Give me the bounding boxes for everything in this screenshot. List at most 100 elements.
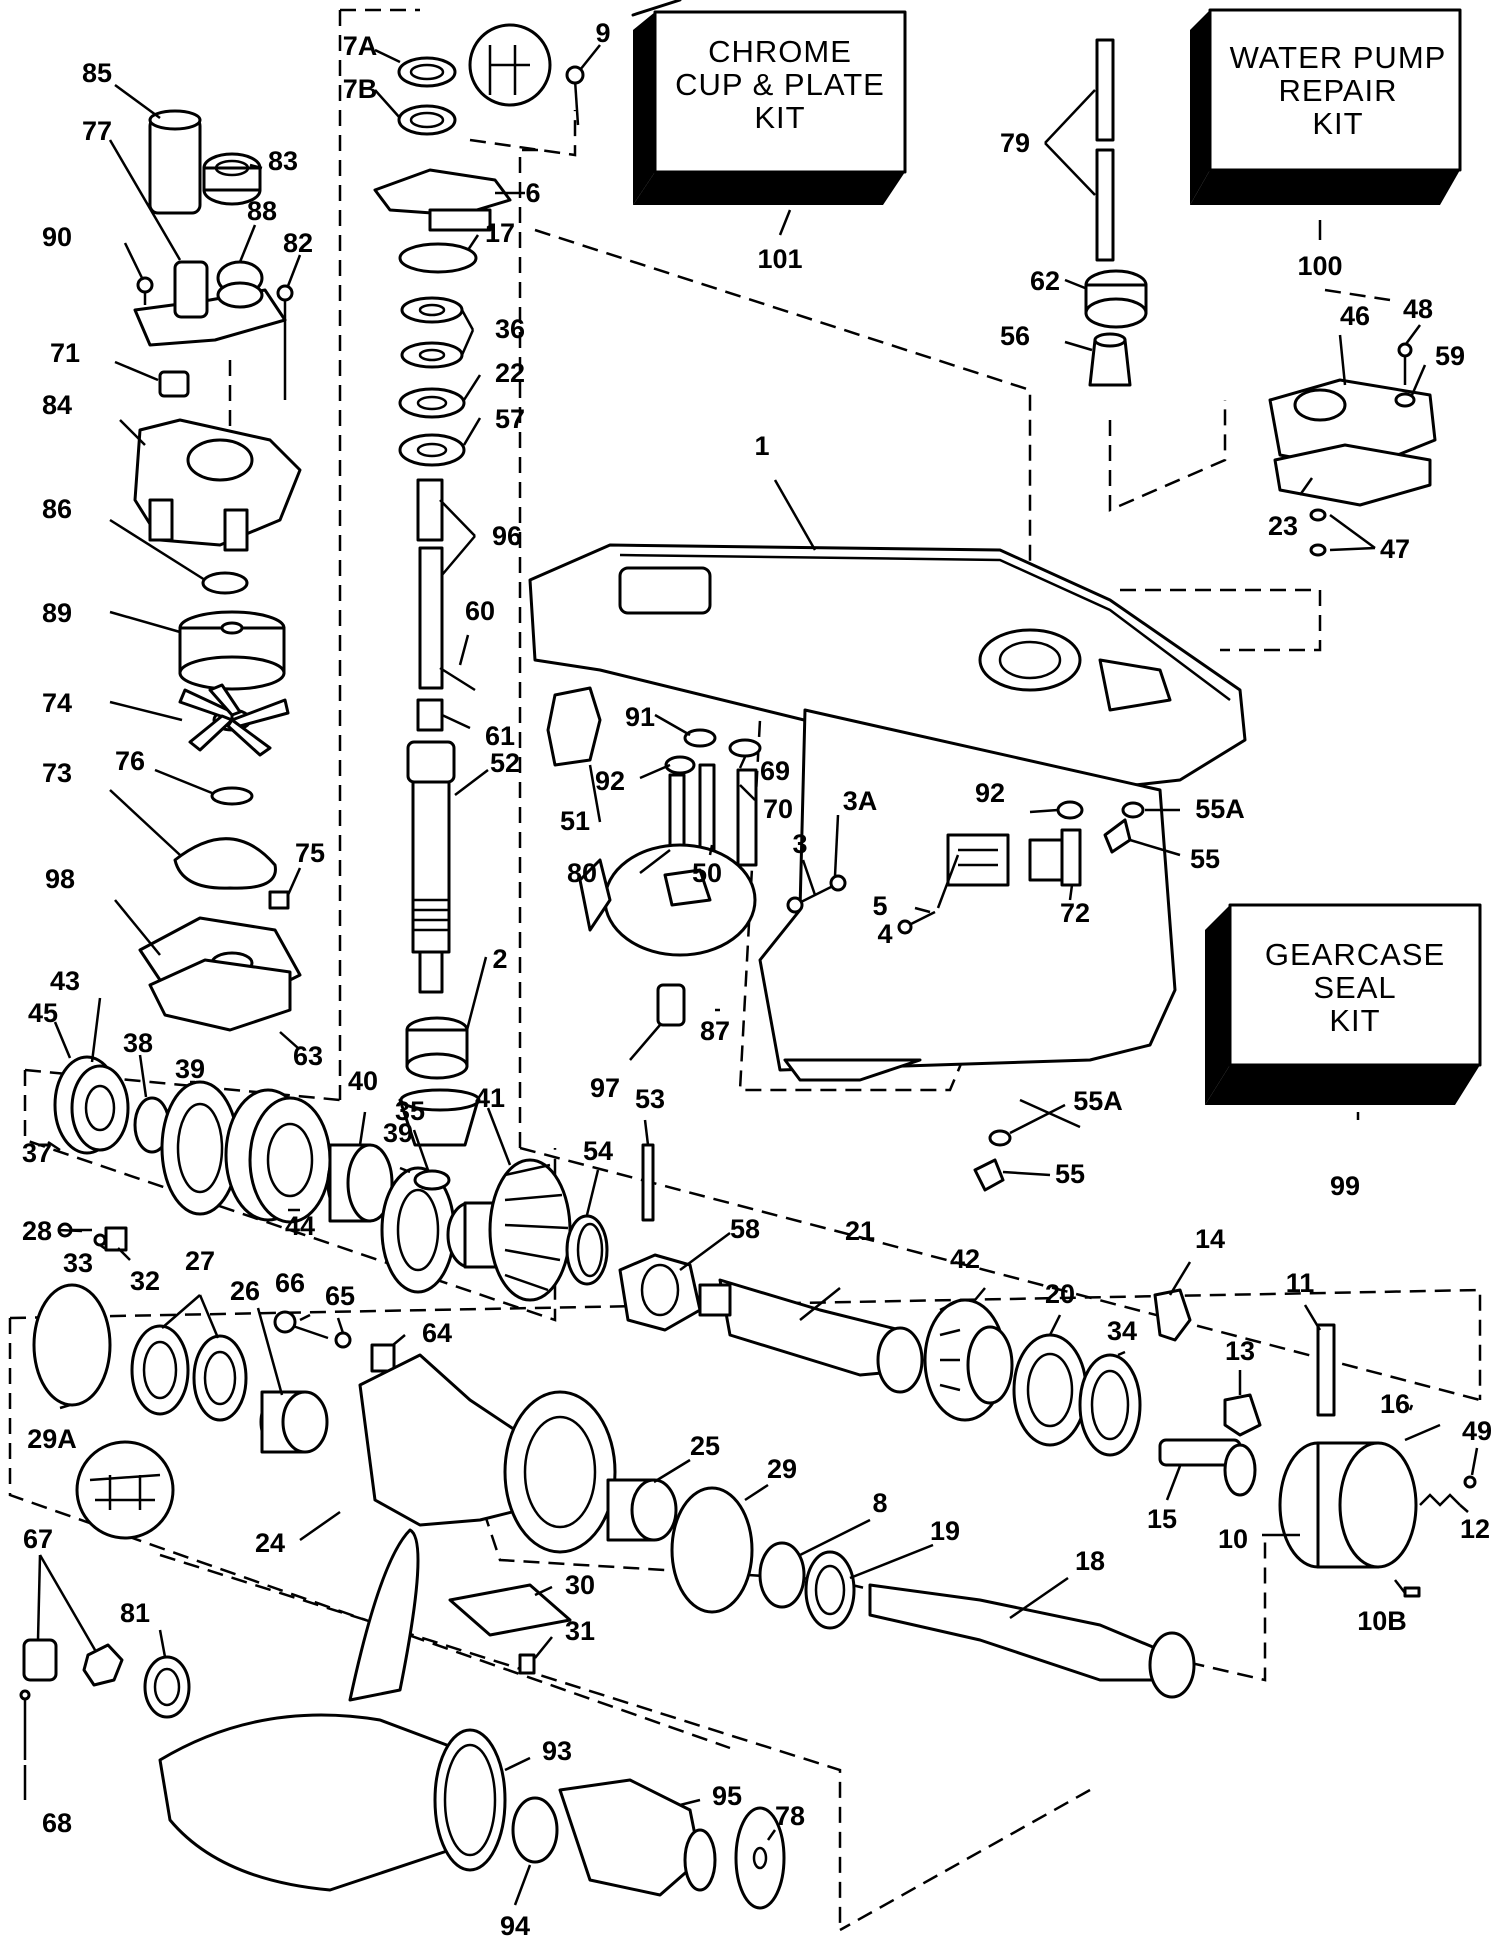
callout-labels: 85 77 83 90 88 82 71 84 86 89 74 76 73 7…: [22, 18, 1492, 1941]
callout-8: 8: [872, 1488, 887, 1518]
callout-16: 16: [1380, 1389, 1410, 1419]
water-tube-assembly: [1084, 38, 1148, 387]
callout-55a: 55: [1190, 844, 1220, 874]
callout-40: 40: [348, 1066, 378, 1096]
callout-33: 33: [63, 1248, 93, 1278]
callout-90: 90: [42, 222, 72, 252]
callout-14: 14: [1195, 1224, 1225, 1254]
callout-92b: 92: [975, 778, 1005, 808]
callout-42: 42: [950, 1244, 980, 1274]
callout-4: 4: [877, 919, 892, 949]
callout-73: 73: [42, 758, 72, 788]
callout-87: 87: [700, 1016, 730, 1046]
callout-38: 38: [123, 1028, 153, 1058]
callout-30: 30: [565, 1570, 595, 1600]
callout-31: 31: [565, 1616, 595, 1646]
callout-74: 74: [42, 688, 72, 718]
callout-10: 10: [1218, 1524, 1248, 1554]
callout-96: 96: [492, 521, 522, 551]
callout-5: 5: [872, 891, 887, 921]
callout-3: 3: [792, 829, 807, 859]
callout-20: 20: [1045, 1279, 1075, 1309]
callout-48: 48: [1403, 294, 1433, 324]
callout-70: 70: [763, 794, 793, 824]
shift-assembly: [698, 1278, 1477, 1598]
callout-100: 100: [1297, 251, 1342, 281]
callout-15: 15: [1147, 1504, 1177, 1534]
callout-34: 34: [1107, 1316, 1137, 1346]
callout-27: 27: [185, 1246, 215, 1276]
chrome-cup-plate-kit-box: CHROME CUP & PLATE KIT: [631, 0, 907, 205]
callout-80: 80: [567, 858, 597, 888]
callout-84: 84: [42, 390, 72, 420]
callout-83: 83: [268, 146, 298, 176]
driveshaft-assembly: [373, 23, 585, 994]
callout-7B: 7B: [343, 74, 378, 104]
callout-68: 68: [42, 1808, 72, 1838]
callout-26: 26: [230, 1276, 260, 1306]
callout-58: 58: [730, 1214, 760, 1244]
callout-97: 97: [590, 1073, 620, 1103]
callout-11: 11: [1286, 1268, 1315, 1298]
callout-3A: 3A: [843, 786, 878, 816]
callout-54: 54: [583, 1136, 613, 1166]
propeller-shaft-bearing-assembly: [32, 1222, 1196, 1699]
forward-gear-assembly: [53, 1016, 702, 1332]
callout-32: 32: [130, 1266, 160, 1296]
callout-29A: 29A: [27, 1424, 77, 1454]
callout-28: 28: [22, 1216, 52, 1246]
callout-101: 101: [757, 244, 802, 274]
callout-60: 60: [465, 596, 495, 626]
pump-cover-46: [1268, 342, 1437, 557]
water-pump-assembly: [84, 109, 302, 1081]
callout-91: 91: [625, 702, 655, 732]
callout-17: 17: [485, 218, 515, 248]
callout-19: 19: [930, 1516, 960, 1546]
callout-12: 12: [1460, 1514, 1490, 1544]
callout-55b: 55: [1055, 1159, 1085, 1189]
callout-29: 29: [767, 1454, 797, 1484]
waterpump-kit-line3: KIT: [1312, 106, 1363, 141]
callout-98: 98: [45, 864, 75, 894]
callout-36: 36: [495, 314, 525, 344]
water-pump-repair-kit-box: WATER PUMP REPAIR KIT: [1190, 8, 1462, 205]
callout-75: 75: [295, 838, 325, 868]
callout-56: 56: [1000, 321, 1030, 351]
callout-13: 13: [1225, 1336, 1255, 1366]
chrome-kit-line3: KIT: [754, 100, 805, 135]
callout-72: 72: [1060, 898, 1090, 928]
callout-59: 59: [1435, 341, 1465, 371]
callout-43: 43: [50, 966, 80, 996]
callout-47: 47: [1380, 534, 1410, 564]
callout-49: 49: [1462, 1416, 1492, 1446]
callout-93: 93: [542, 1736, 572, 1766]
gearcase-kit-line3: KIT: [1329, 1003, 1380, 1038]
callout-64: 64: [422, 1318, 452, 1348]
callout-44: 44: [285, 1211, 315, 1241]
callout-7A: 7A: [343, 31, 378, 61]
callout-55Ab: 55A: [1073, 1086, 1123, 1116]
callout-88: 88: [247, 196, 277, 226]
callout-99: 99: [1330, 1171, 1360, 1201]
callout-6: 6: [525, 178, 540, 208]
callout-94: 94: [500, 1911, 530, 1941]
propeller-assembly: [19, 1528, 786, 1910]
callout-22: 22: [495, 358, 525, 388]
waterpump-kit-line1: WATER PUMP: [1230, 40, 1447, 75]
callout-92a: 92: [595, 766, 625, 796]
callout-57: 57: [495, 404, 525, 434]
gearcase-seal-kit-box: GEARCASE SEAL KIT: [1205, 903, 1482, 1105]
gearcase-kit-line1: GEARCASE: [1265, 937, 1445, 972]
callout-85: 85: [82, 58, 112, 88]
callout-86: 86: [42, 494, 72, 524]
callout-25: 25: [690, 1431, 720, 1461]
callout-69: 69: [760, 756, 790, 786]
callout-46: 46: [1340, 301, 1370, 331]
callout-66: 66: [275, 1268, 305, 1298]
chrome-kit-line1: CHROME: [708, 34, 852, 69]
callout-82: 82: [283, 228, 313, 258]
callout-61: 61: [485, 721, 515, 751]
callout-9: 9: [595, 18, 610, 48]
housing-fasteners: [578, 728, 1145, 1192]
leader-lines: [23, 44, 1479, 1906]
